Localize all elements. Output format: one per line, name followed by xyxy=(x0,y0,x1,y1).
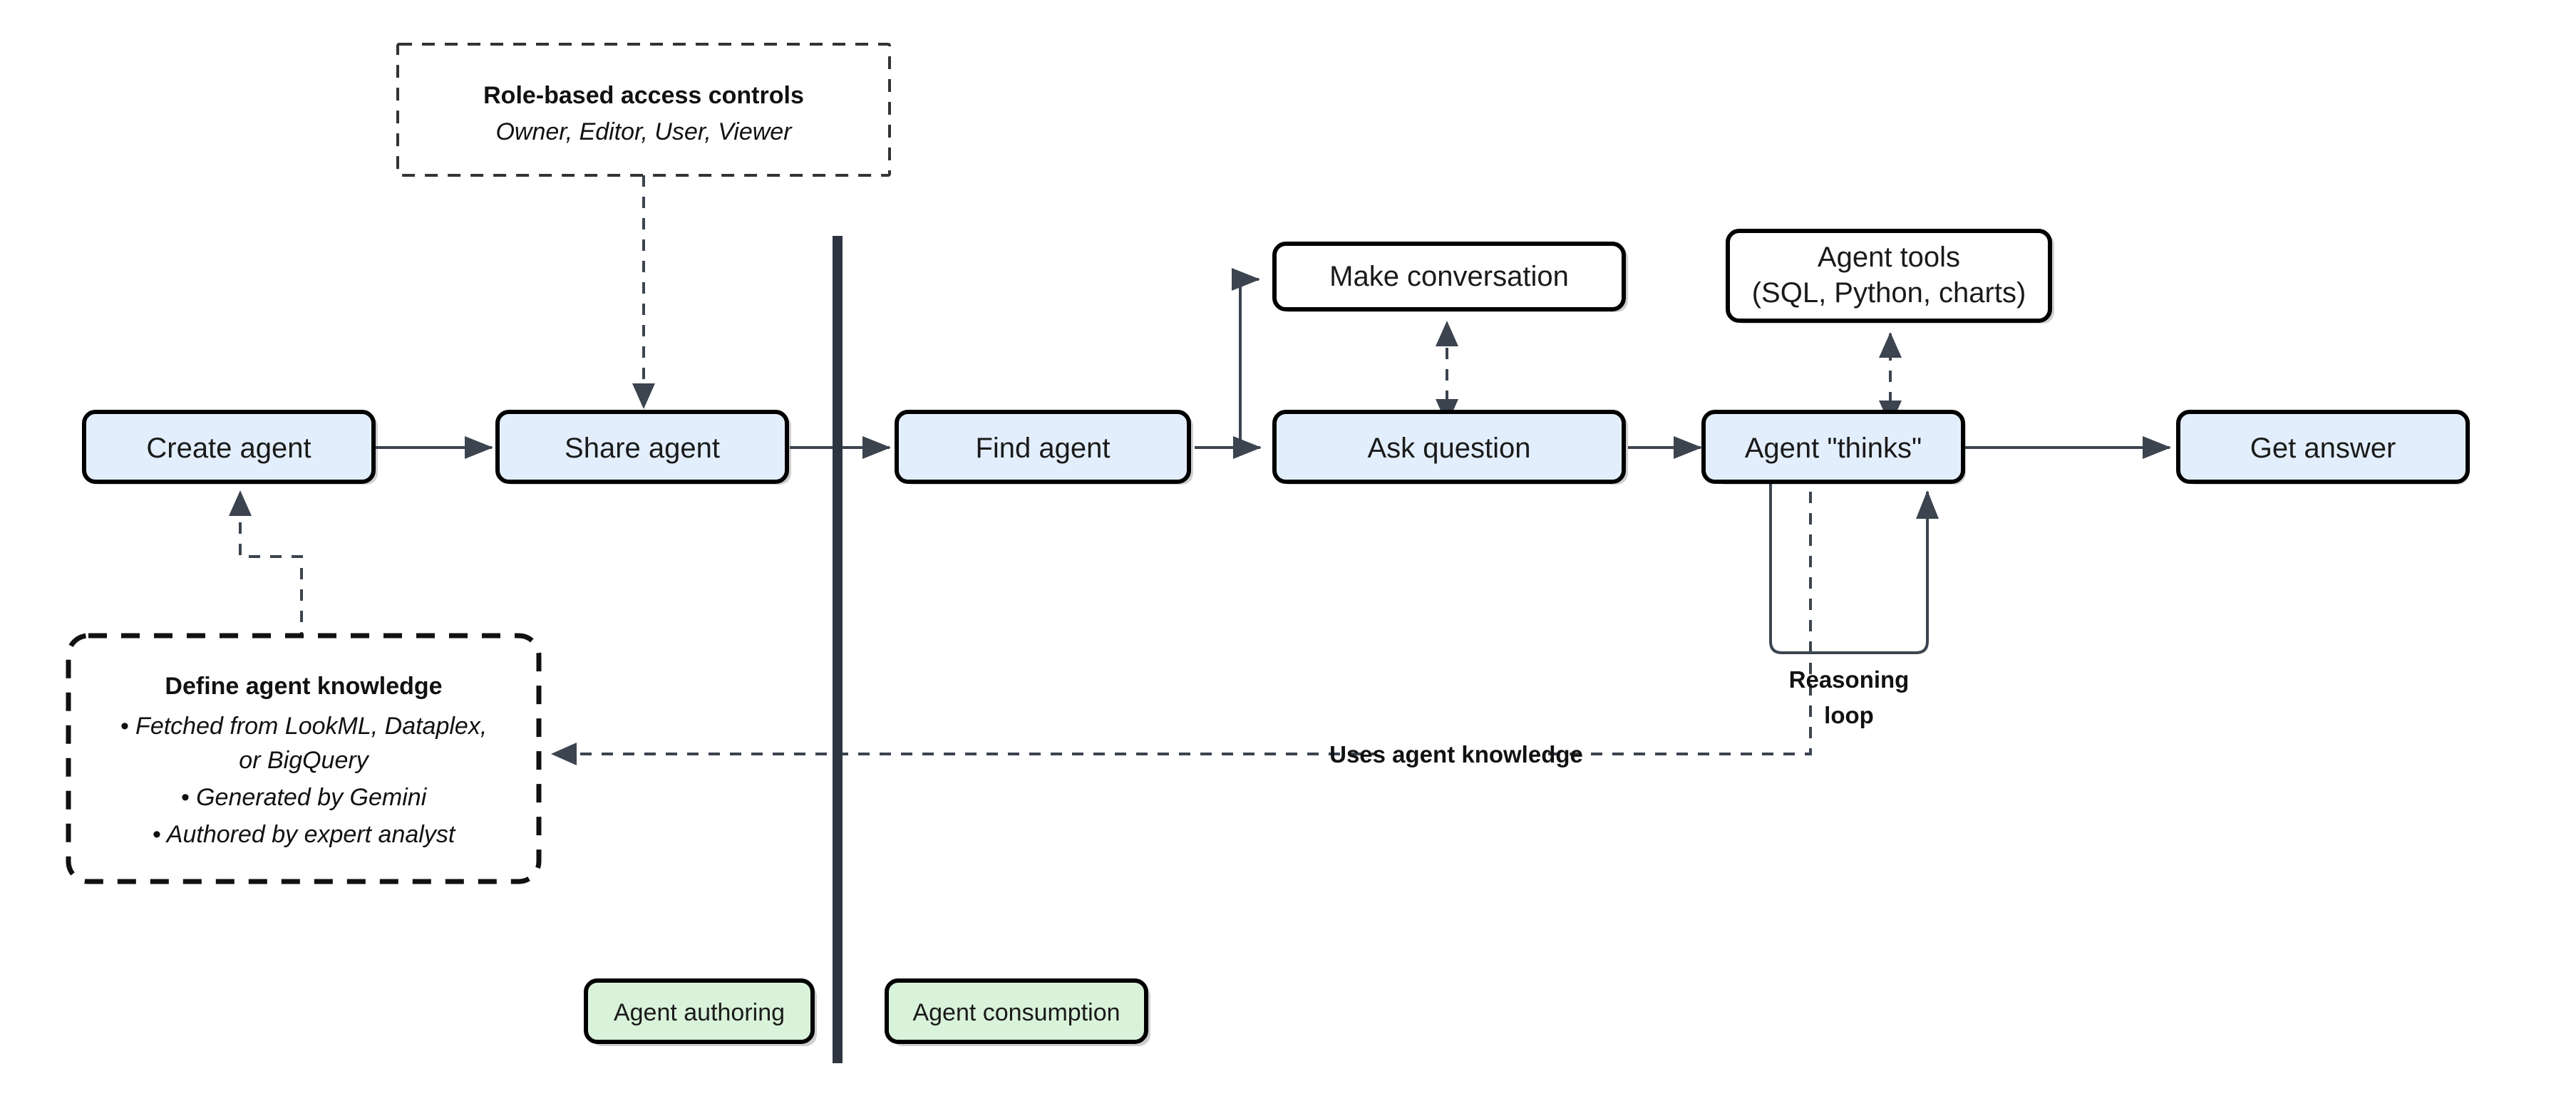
edge-label-uses-agent-knowledge-text: Uses agent knowledge xyxy=(1329,741,1583,768)
connector-layer xyxy=(229,175,2171,765)
note-agent-knowledge-bullet-2: • Generated by Gemini xyxy=(181,784,428,811)
note-rbac-title: Role-based access controls xyxy=(483,82,804,109)
node-share-agent[interactable]: Share agent xyxy=(495,410,789,484)
note-rbac: Role-based access controls Owner, Editor… xyxy=(396,43,891,177)
legend-agent-consumption[interactable]: Agent consumption xyxy=(885,978,1148,1044)
node-agent-tools-line1: Agent tools xyxy=(1818,242,1960,273)
node-agent-thinks[interactable]: Agent "thinks" xyxy=(1701,410,1965,484)
node-ask-question-label: Ask question xyxy=(1367,433,1530,464)
legend-agent-authoring[interactable]: Agent authoring xyxy=(584,978,815,1044)
node-agent-thinks-label: Agent "thinks" xyxy=(1745,433,1922,464)
note-agent-knowledge-title: Define agent knowledge xyxy=(165,673,442,700)
node-find-agent[interactable]: Find agent xyxy=(895,410,1191,484)
note-agent-knowledge-bullet-1: or BigQuery xyxy=(239,747,369,774)
note-agent-knowledge-bullet-0: • Fetched from LookML, Dataplex, xyxy=(120,713,488,740)
node-make-conversation-label: Make conversation xyxy=(1329,261,1569,292)
node-create-agent[interactable]: Create agent xyxy=(82,410,376,484)
node-agent-tools-line2: (SQL, Python, charts) xyxy=(1752,277,2026,309)
node-create-agent-label: Create agent xyxy=(146,433,311,464)
edge-label-uses-agent-knowledge: Uses agent knowledge xyxy=(1329,737,1583,771)
node-get-answer-label: Get answer xyxy=(2250,433,2396,464)
node-share-agent-label: Share agent xyxy=(565,433,720,464)
node-agent-tools[interactable]: Agent tools (SQL, Python, charts) xyxy=(1726,229,2052,323)
edge-uses-agent-knowledge-right xyxy=(1530,492,1812,755)
node-make-conversation[interactable]: Make conversation xyxy=(1272,242,1626,311)
edge-knowledge-to-create xyxy=(229,490,303,644)
legend-agent-consumption-label: Agent consumption xyxy=(912,999,1120,1026)
edge-find-to-make-conversation xyxy=(1232,268,1260,448)
note-rbac-subtitle: Owner, Editor, User, Viewer xyxy=(495,118,793,145)
edge-label-reasoning-loop-line1: Reasoning xyxy=(1789,666,1910,693)
edge-reasoning-loop xyxy=(1769,482,1939,654)
note-agent-knowledge: Define agent knowledge • Fetched from Lo… xyxy=(66,633,542,884)
edge-label-reasoning-loop-line2: loop xyxy=(1824,702,1874,728)
phase-divider xyxy=(833,236,843,1063)
legend-agent-authoring-label: Agent authoring xyxy=(614,999,785,1026)
note-agent-knowledge-bullet-3: • Authored by expert analyst xyxy=(153,821,456,848)
edge-label-reasoning-loop: Reasoning loop xyxy=(1789,666,1910,728)
node-get-answer[interactable]: Get answer xyxy=(2176,410,2470,484)
node-find-agent-label: Find agent xyxy=(975,433,1110,464)
node-ask-question[interactable]: Ask question xyxy=(1272,410,1626,484)
